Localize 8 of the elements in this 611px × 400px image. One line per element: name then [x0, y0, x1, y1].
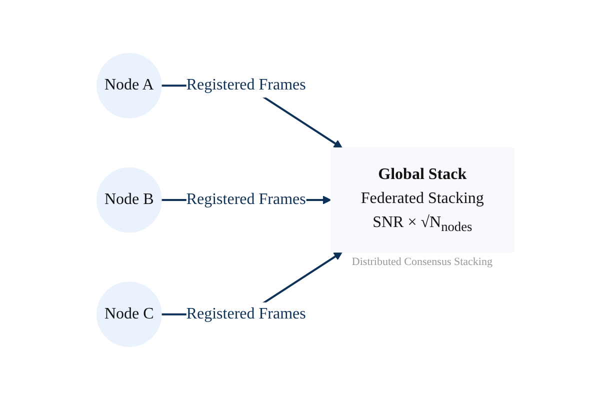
edge-label: Registered Frames: [186, 76, 306, 94]
node-caption: Distributed Consensus Stacking: [352, 256, 492, 268]
node-circle: Node B: [96, 167, 162, 233]
node-circle: Node A: [96, 53, 162, 118]
node-box: Global Stack Federated Stacking SNR × √N$_{nodes}$: [330, 147, 514, 253]
edge-label: Registered Frames: [186, 305, 306, 322]
node-circle: Node C: [96, 282, 162, 347]
edge-label: Registered Frames: [186, 191, 306, 208]
